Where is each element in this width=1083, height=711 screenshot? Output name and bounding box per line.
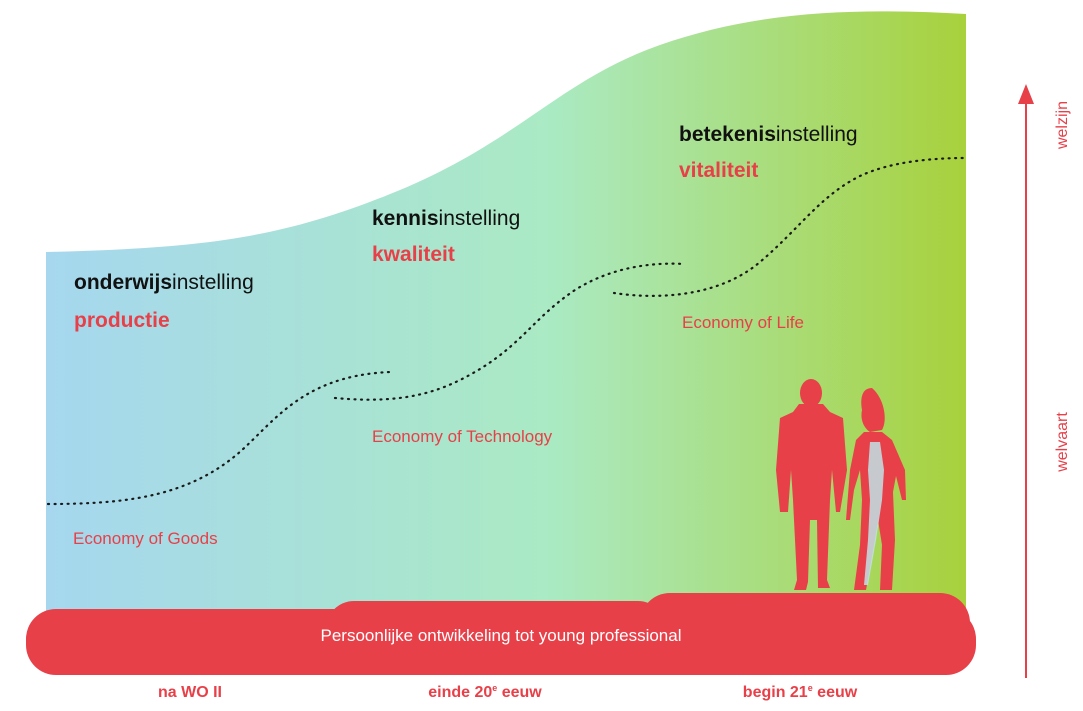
timeline-text: einde 20: [428, 684, 493, 701]
dotted-line-goods: [46, 370, 392, 506]
timeline-after: eeuw: [497, 684, 542, 701]
economy-label-life: Economy of Life: [682, 313, 804, 332]
timeline-after: eeuw: [812, 684, 858, 701]
economy-label-goods: Economy of Goods: [73, 529, 218, 548]
era-heading-rest: instelling: [438, 207, 521, 230]
timeline-text: begin 21: [742, 684, 808, 701]
era-heading-kennisinstelling: kennisinstelling: [372, 206, 520, 231]
era-heading-bold: kennis: [372, 207, 439, 230]
timeline-text: na WO II: [158, 684, 222, 701]
arrow-up-icon: [1018, 84, 1034, 678]
era-heading-betekenisinstelling: betekenisinstelling: [679, 122, 858, 147]
era-value-productie: productie: [74, 309, 170, 332]
axis-label-welvaart: welvaart: [1054, 412, 1071, 472]
timeline-sup: e: [807, 683, 813, 693]
era-heading-rest: instelling: [775, 123, 858, 146]
businesswoman-silhouette-icon: [846, 388, 906, 590]
development-bar-label: Persoonlijke ontwikkeling tot young prof…: [320, 626, 682, 645]
economy-label-technology: Economy of Technology: [372, 427, 553, 446]
era-heading-bold: onderwijs: [74, 271, 173, 294]
era-heading-onderwijsinstelling: onderwijsinstelling: [74, 270, 254, 295]
timeline-sup: e: [492, 683, 498, 693]
timeline-label-na-wo-ii: na WO II: [110, 684, 270, 702]
development-bar: [26, 593, 976, 675]
era-heading-bold: betekenis: [679, 123, 776, 146]
dotted-line-technology: [333, 262, 686, 401]
era-value-vitaliteit: vitaliteit: [679, 159, 759, 182]
businessman-silhouette-icon: [776, 379, 847, 590]
background-area: [46, 11, 966, 631]
axis-label-welzijn: welzijn: [1054, 101, 1071, 150]
era-value-kwaliteit: kwaliteit: [372, 243, 455, 266]
era-heading-rest: instelling: [172, 271, 254, 294]
timeline-label-begin-21e-eeuw: begin 21e eeuw: [700, 684, 900, 702]
timeline-label-einde-20e-eeuw: einde 20e eeuw: [385, 684, 585, 702]
